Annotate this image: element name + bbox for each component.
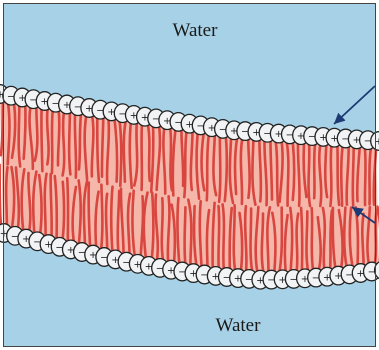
lower-leaflet-tail — [223, 204, 224, 269]
upper-leaflet-tail — [309, 144, 310, 206]
upper-leaflet-tail — [271, 141, 273, 200]
upper-leaflet-tail — [148, 125, 150, 181]
lower-leaflet-tail — [245, 206, 246, 271]
lower-leaflet-tail — [63, 182, 65, 239]
upper-leaflet-tail — [248, 139, 249, 198]
lower-leaflet-tail — [234, 205, 235, 270]
upper-leaflet-tail — [41, 109, 42, 171]
upper-leaflet-tail — [69, 113, 70, 175]
upper-leaflet-tail — [92, 116, 94, 176]
lower-leaflet-tail — [106, 194, 107, 249]
upper-leaflet-tail — [293, 142, 294, 200]
lower-leaflet-tail — [312, 208, 313, 270]
upper-leaflet-tail — [47, 109, 49, 164]
water-label-bottom: Water — [216, 315, 262, 336]
upper-leaflet-tail — [8, 104, 10, 165]
lower-leaflet-tail — [89, 183, 90, 247]
upper-leaflet-tail — [369, 148, 371, 204]
lower-leaflet-tail — [218, 206, 219, 268]
upper-leaflet-tail — [241, 139, 242, 204]
lower-leaflet-tail — [306, 211, 307, 270]
upper-leaflet-tail — [63, 113, 65, 176]
upper-leaflet-tail — [259, 140, 261, 202]
upper-leaflet-tail — [298, 143, 300, 206]
upper-leaflet-tail — [330, 146, 331, 206]
lower-leaflet-tail — [162, 198, 163, 260]
lower-leaflet-tail — [6, 167, 7, 225]
lower-leaflet-tail — [362, 214, 363, 265]
lower-leaflet-tail — [297, 214, 299, 271]
lower-leaflet-tail — [0, 165, 1, 225]
lower-leaflet-tail — [51, 174, 52, 236]
upper-leaflet-tail — [52, 111, 53, 174]
upper-leaflet-tail — [219, 137, 220, 202]
lower-leaflet-tail — [301, 208, 302, 270]
water-label-top: Water — [173, 20, 219, 41]
lower-leaflet-tail — [118, 191, 120, 252]
lower-leaflet-tail — [185, 207, 186, 263]
lower-leaflet-tail — [101, 185, 102, 249]
lower-leaflet-tail — [111, 187, 112, 252]
lower-leaflet-tail — [67, 178, 68, 241]
upper-leaflet-tail — [120, 121, 122, 186]
upper-leaflet-tail — [353, 147, 354, 205]
upper-leaflet-tail — [102, 118, 103, 177]
lower-leaflet-tail — [323, 208, 325, 269]
upper-leaflet-tail — [365, 148, 366, 205]
upper-leaflet-tail — [79, 114, 81, 169]
lower-leaflet-tail — [200, 201, 202, 266]
upper-leaflet-tail — [19, 106, 21, 167]
upper-leaflet-tail — [58, 111, 59, 166]
lower-leaflet-tail — [251, 209, 253, 271]
lower-leaflet-tail — [262, 214, 263, 272]
upper-leaflet-tail — [184, 132, 186, 197]
upper-leaflet-tail — [341, 147, 342, 206]
upper-leaflet-tail — [287, 142, 289, 205]
upper-leaflet-tail — [314, 144, 315, 198]
upper-leaflet-tail — [337, 146, 339, 205]
upper-leaflet-tail — [191, 132, 193, 190]
upper-leaflet-tail — [75, 114, 76, 178]
